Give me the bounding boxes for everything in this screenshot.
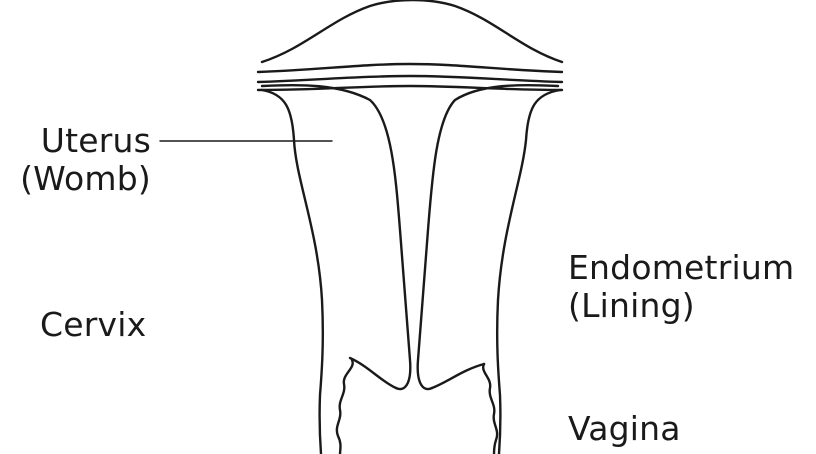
label-uterus: Uterus (Womb): [6, 122, 151, 198]
label-endometrium-line1: Endometrium: [568, 249, 794, 287]
uterus-outer-wall-left: [262, 90, 323, 454]
label-cervix-text: Cervix: [40, 306, 146, 344]
label-vagina: Vagina: [568, 410, 681, 448]
vaginal-wall-left: [337, 360, 353, 454]
endometrium-lining-left: [262, 85, 410, 389]
fundus-dome: [262, 0, 562, 62]
tube-band-lower: [258, 86, 562, 90]
uterus-outer-wall-right: [497, 90, 560, 454]
vaginal-wall-right: [483, 364, 497, 454]
label-uterus-line2: (Womb): [6, 160, 151, 198]
cervical-os-left: [350, 358, 396, 388]
label-endometrium-line2: (Lining): [568, 287, 794, 325]
label-uterus-line1: Uterus: [6, 122, 151, 160]
tube-band-upper: [258, 64, 562, 72]
tube-band-middle: [258, 76, 562, 82]
label-cervix: Cervix: [40, 306, 146, 344]
endometrium-lining-right: [418, 85, 558, 389]
cervical-os-right: [432, 364, 484, 388]
label-vagina-text: Vagina: [568, 410, 681, 448]
label-endometrium: Endometrium (Lining): [568, 249, 794, 325]
